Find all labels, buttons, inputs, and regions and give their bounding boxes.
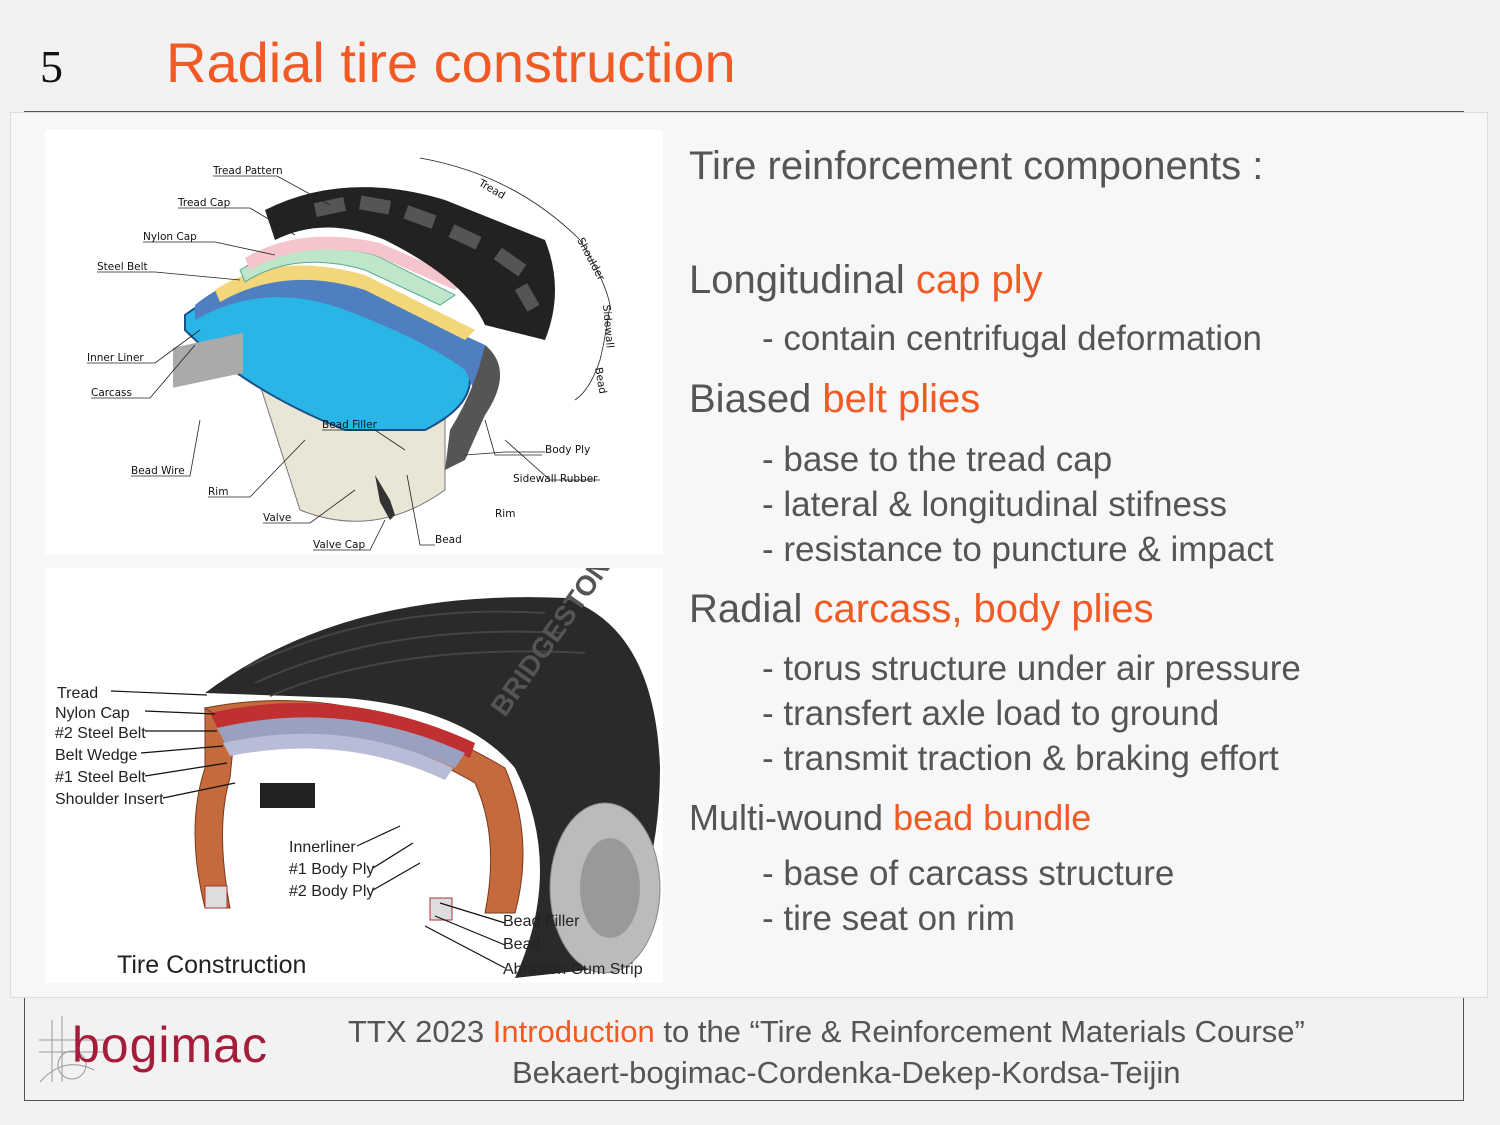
bullet-item: - transfert axle load to ground — [762, 694, 1220, 733]
label-valve-cap: Valve Cap — [313, 539, 365, 551]
label-sidewall-rubber: Sidewall Rubber — [513, 473, 598, 485]
label-inner-liner: Inner Liner — [87, 352, 144, 364]
leader-arrows — [110, 690, 506, 969]
bullet-item: - base to the tread cap — [762, 440, 1113, 479]
belt-wedge-block — [260, 783, 315, 808]
label-bead-side: Bead — [592, 366, 608, 394]
section-prefix: Longitudinal — [689, 258, 916, 302]
slide-number: 5 — [40, 41, 63, 92]
label-bead: Bead — [435, 534, 462, 546]
section-prefix: Biased — [689, 377, 823, 421]
steel-belt-1 — [223, 733, 453, 780]
leader-lines — [87, 157, 611, 551]
label-bead-wire: Bead Wire — [131, 465, 185, 477]
footer-course-line: TTX 2023 Introduction to the “Tire & Rei… — [348, 1014, 1305, 1050]
footer-highlight: Introduction — [492, 1014, 655, 1049]
title-bar — [24, 24, 1464, 112]
section-highlight: belt plies — [822, 377, 981, 421]
label2-tread: Tread — [57, 685, 98, 702]
bead-right — [429, 897, 453, 921]
label2-body-ply-2: #2 Body Ply — [289, 883, 374, 900]
tread-grooves — [244, 610, 586, 697]
tire-construction-diagram: BRIDGESTONE Tread Nylon Cap #2 S — [45, 568, 663, 983]
section-prefix: Multi-wound — [689, 797, 894, 838]
section-highlight: carcass, body plies — [813, 587, 1154, 631]
label-tread: Tread — [476, 177, 508, 202]
label-sidewall: Sidewall — [600, 304, 616, 348]
wheel-hub — [580, 838, 640, 938]
label2-steel-belt-2: #2 Steel Belt — [55, 725, 146, 742]
bogimac-logo-text: bogimac — [72, 1017, 268, 1073]
label2-steel-belt-1: #1 Steel Belt — [55, 769, 146, 786]
label-bead-filler: Bead Filler — [322, 419, 378, 431]
label2-belt-wedge: Belt Wedge — [55, 747, 138, 764]
label-steel-belt: Steel Belt — [97, 261, 148, 273]
label2-bead-filler: Bead Filler — [503, 913, 580, 930]
bullet-item: - lateral & longitudinal stifness — [762, 485, 1227, 524]
carcass-inset — [173, 332, 243, 388]
label2-abrasion-gum-strip: Abrasion Gum Strip — [503, 961, 643, 978]
label-nylon-cap: Nylon Cap — [143, 231, 197, 243]
tread-blocks — [313, 195, 540, 312]
cap-ply-layer — [245, 236, 465, 290]
footer-suffix: to the “Tire & Reinforcement Materials C… — [654, 1014, 1305, 1049]
tire-construction-svg: BRIDGESTONE Tread Nylon Cap #2 S — [55, 568, 661, 979]
steel-belt-2 — [217, 717, 465, 768]
label2-innerliner: Innerliner — [289, 839, 356, 856]
slide-title: Radial tire construction — [166, 31, 736, 94]
tire-cutaway-svg: Tread Pattern Tread Cap Nylon Cap Steel … — [87, 157, 616, 551]
label2-bead: Bead — [503, 936, 540, 953]
section-cap-ply: Longitudinal cap ply — [689, 258, 1043, 303]
steel-belt-layer — [215, 265, 475, 340]
intro-heading: Tire reinforcement components : — [689, 144, 1264, 188]
label-tread-cap: Tread Cap — [177, 197, 231, 209]
valve-shape — [375, 475, 395, 520]
label-rim-left: Rim — [208, 486, 228, 498]
label-rim-right: Rim — [495, 508, 515, 520]
label2-body-ply-1: #1 Body Ply — [289, 861, 374, 878]
label-body-ply: Body Ply — [545, 444, 590, 456]
sidewall-rubber-shape — [445, 345, 500, 470]
label2-shoulder-insert: Shoulder Insert — [55, 791, 164, 808]
label-carcass: Carcass — [91, 387, 132, 399]
tread-pattern — [265, 187, 555, 340]
section-belt-plies: Biased belt plies — [689, 377, 980, 422]
section-prefix: Radial — [689, 587, 814, 631]
footer-prefix: TTX 2023 — [348, 1014, 493, 1049]
cross-section-left-wall — [194, 707, 236, 909]
tire-cutaway-diagram: Tread Pattern Tread Cap Nylon Cap Steel … — [45, 130, 663, 555]
diagram-caption: Tire Construction — [117, 951, 306, 979]
bullet-item: - base of carcass structure — [762, 854, 1175, 893]
bullet-item: - torus structure under air pressure — [762, 649, 1301, 688]
bullet-item: - transmit traction & braking effort — [762, 739, 1279, 778]
footer-partners-line: Bekaert-bogimac-Cordenka-Dekep-Kordsa-Te… — [512, 1055, 1181, 1090]
section-highlight: cap ply — [915, 258, 1043, 302]
label-shoulder: Shoulder — [574, 236, 607, 284]
label2-nylon-cap: Nylon Cap — [55, 705, 130, 722]
nylon-cap-band — [210, 703, 475, 758]
section-carcass: Radial carcass, body plies — [689, 587, 1154, 632]
section-bead-bundle: Multi-wound bead bundle — [689, 797, 1091, 839]
bead-left — [204, 885, 228, 909]
label-tread-pattern: Tread Pattern — [212, 165, 283, 177]
bullet-item: - resistance to puncture & impact — [762, 530, 1274, 569]
bullet-item: - tire seat on rim — [762, 899, 1015, 938]
label-valve: Valve — [263, 512, 291, 524]
tire-body — [205, 597, 660, 978]
bogimac-logo-mark — [39, 1016, 104, 1083]
section-highlight: bead bundle — [893, 797, 1092, 838]
bullet-item: - contain centrifugal deformation — [762, 319, 1262, 358]
